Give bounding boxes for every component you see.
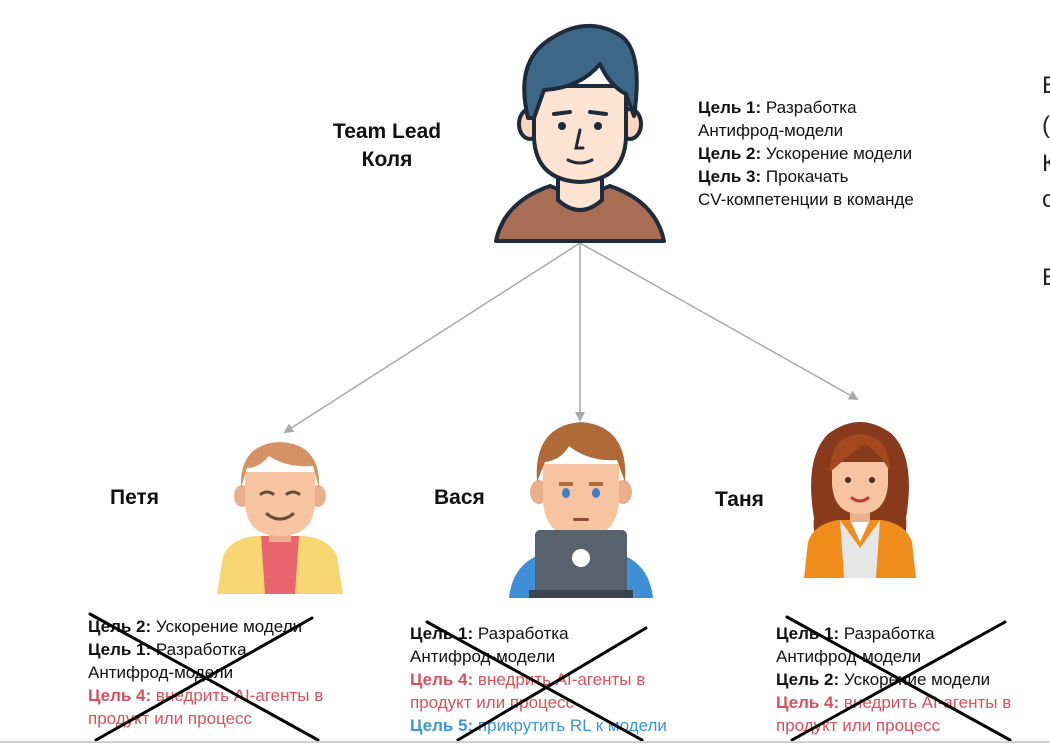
- cut-off-text: Е: [1042, 72, 1050, 100]
- goal-line: Цель 3: Прокачать: [698, 167, 849, 186]
- goal-line: продукт или процесс: [410, 693, 575, 712]
- goal-line: Антифрод-модели: [698, 121, 844, 140]
- goal-line: Антифрод-модели: [410, 647, 556, 666]
- cross-out-petya: [88, 612, 320, 742]
- goal-line: Цель 1: Разработка: [698, 98, 857, 117]
- bottom-divider: [0, 741, 1050, 743]
- team-lead-person: Коля: [361, 148, 413, 171]
- team-lead-goals: Цель 1: Разработка Антифрод-модели Цель …: [698, 96, 914, 211]
- cut-off-text: Е: [1042, 264, 1050, 292]
- cut-off-text: К: [1042, 150, 1050, 177]
- member-goals-vasya: Цель 1: Разработка Антифрод-модели Цель …: [410, 622, 667, 737]
- goal-line: Цель 5: прикрутить RL к модели: [410, 716, 667, 735]
- arrow-to-petya: [283, 242, 581, 434]
- arrow-to-tanya: [579, 242, 859, 400]
- member-name-petya: Петя: [110, 486, 160, 509]
- goal-line: Цель 2: Ускорение модели: [776, 670, 991, 689]
- team-lead-name: Team Lead Коля: [312, 118, 462, 174]
- member-name-vasya: Вася: [434, 486, 485, 509]
- team-lead-title: Team Lead: [332, 120, 442, 143]
- goal-line: Цель 1: Разработка: [88, 640, 247, 659]
- member-goals-tanya: Цель 1: Разработка Антифрод-модели Цель …: [776, 622, 1011, 737]
- cut-off-text: с: [1042, 186, 1050, 213]
- woman-avatar-icon: [804, 422, 916, 578]
- man-with-laptop-icon: [509, 422, 653, 598]
- cut-off-text: (: [1042, 112, 1050, 139]
- goal-line: Цель 2: Ускорение модели: [698, 144, 913, 163]
- goal-line: продукт или процесс: [776, 716, 941, 735]
- cross-out-tanya: [785, 615, 1012, 742]
- goal-line: Антифрод-модели: [776, 647, 922, 666]
- cross-out-vasya: [425, 620, 648, 742]
- goal-line: Цель 4: внедрить AI-агенты в: [776, 693, 1012, 712]
- member-name-tanya: Таня: [715, 488, 764, 511]
- goal-line: CV-компетенции в команде: [698, 190, 914, 209]
- man-avatar-icon: [494, 23, 666, 243]
- goal-line: Антифрод-модели: [88, 663, 234, 682]
- goal-line: продукт или процесс: [88, 709, 253, 728]
- man-avatar-icon: [217, 442, 343, 594]
